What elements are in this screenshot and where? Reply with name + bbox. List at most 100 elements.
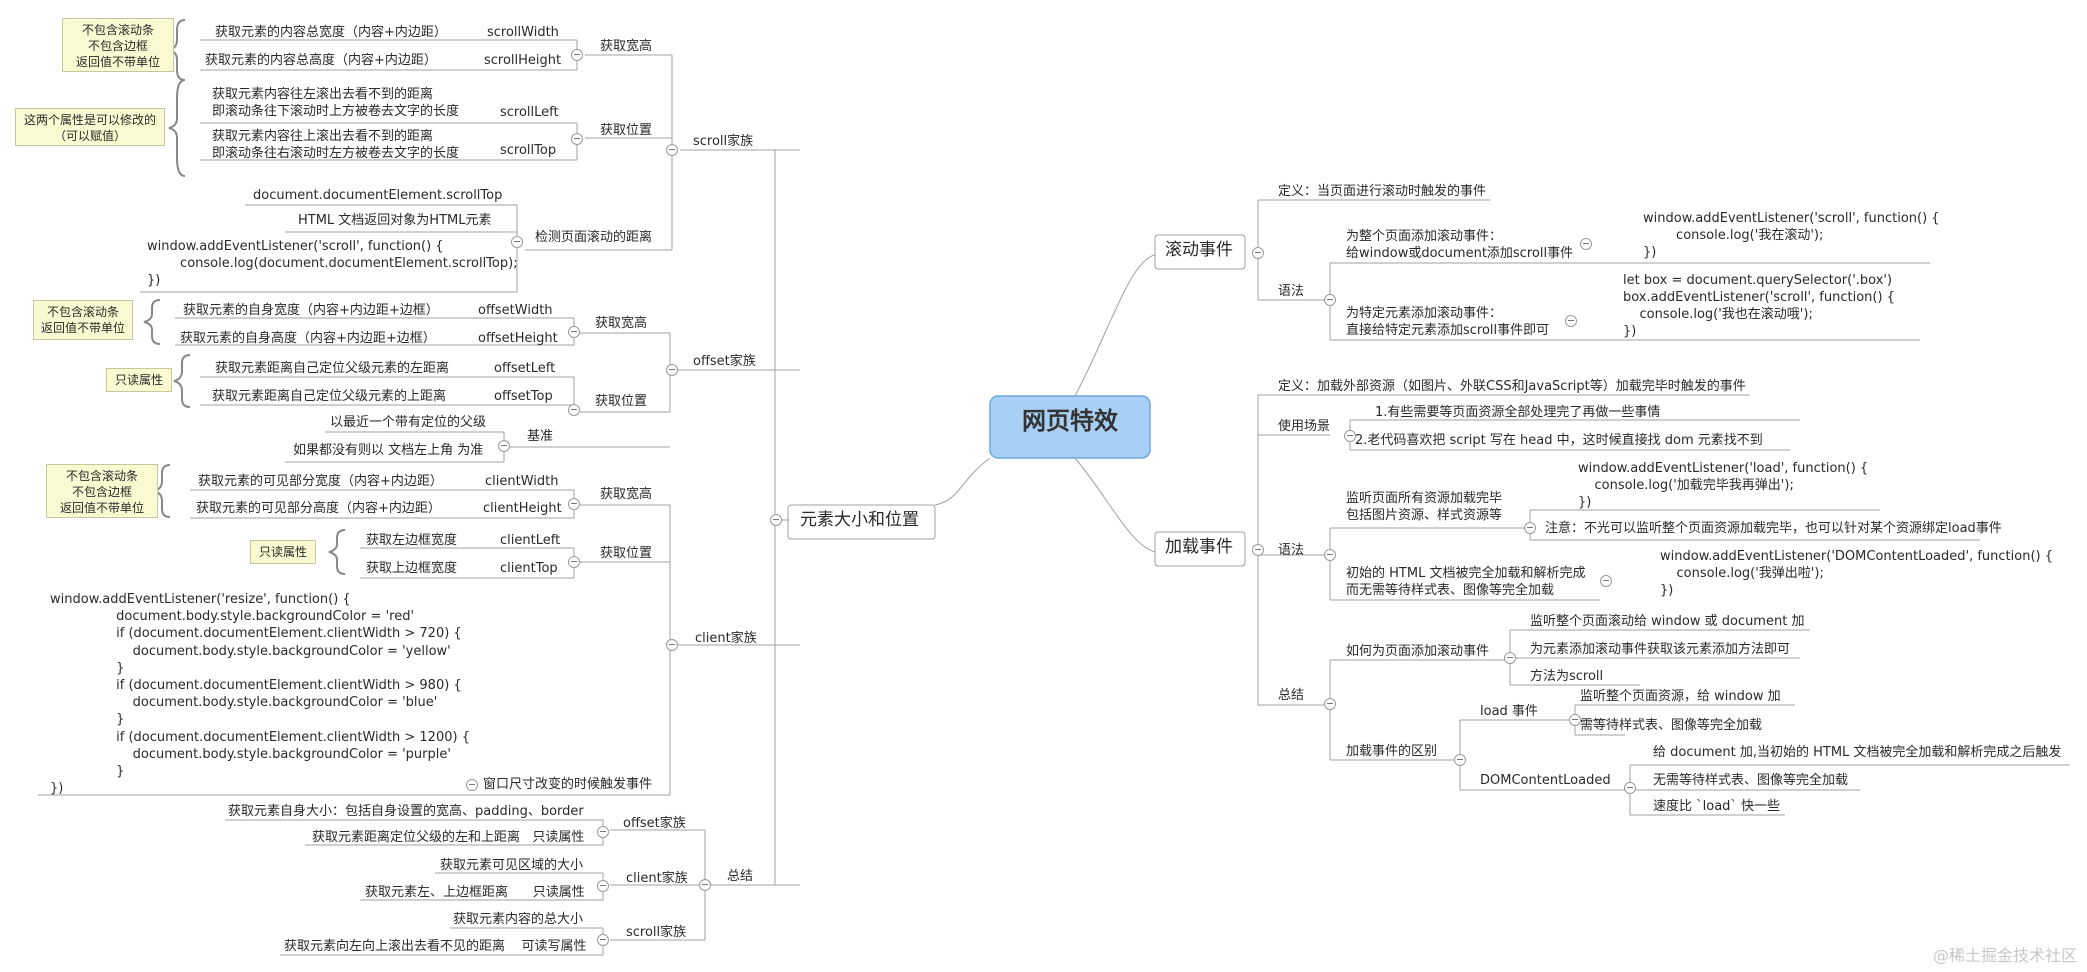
collapse-toggle-how-scroll[interactable]	[1504, 652, 1516, 664]
node-scroll-detect-group[interactable]: 检测页面滚动的距离	[535, 230, 653, 245]
collapse-toggle-offset-base[interactable]	[498, 440, 510, 452]
node-load-event-usage[interactable]: 使用场景	[1278, 419, 1331, 434]
collapse-toggle-load-event[interactable]	[1252, 544, 1264, 556]
scroll-top-desc: 获取元素内容往上滚出去看不到的距离 即滚动条往右滚动时左方被卷去文字的长度	[212, 129, 460, 161]
offset-pos-note: 只读属性	[106, 368, 172, 392]
scroll-detect-code: window.addEventListener('scroll', functi…	[147, 239, 518, 288]
how-scroll-item-1: 监听整个页面滚动给 window 或 document 加	[1530, 614, 1805, 629]
node-offset-width-group[interactable]: 获取宽高	[595, 316, 648, 331]
collapse-toggle-summary-client[interactable]	[597, 880, 609, 892]
collapse-toggle-diff-load[interactable]	[1569, 714, 1581, 726]
scroll-left-desc: 获取元素内容往左滚出去看不到的距离 即滚动条往下滚动时上方被卷去文字的长度	[212, 87, 460, 119]
node-scroll-width-group[interactable]: 获取宽高	[600, 39, 653, 54]
main-node-scroll-event[interactable]: 滚动事件	[1165, 240, 1233, 260]
collapse-toggle-scroll-family[interactable]	[666, 144, 678, 156]
collapse-toggle-scroll-s1[interactable]	[1580, 238, 1592, 250]
scroll-detect-item-1: document.documentElement.scrollTop	[253, 188, 503, 203]
main-node-load-event[interactable]: 加载事件	[1165, 537, 1233, 557]
collapse-toggle-offset-pos[interactable]	[568, 404, 580, 416]
summary-offset-item-1: 获取元素自身大小：包括自身设置的宽高、padding、border	[228, 804, 584, 819]
scroll-pos-note: 这两个属性是可以修改的 （可以赋值）	[15, 108, 165, 146]
collapse-toggle-load-summary[interactable]	[1324, 698, 1336, 710]
collapse-toggle-summary-offset[interactable]	[597, 826, 609, 838]
scroll-detect-item-2: HTML 文档返回对象为HTML元素	[298, 213, 492, 228]
node-left-summary[interactable]: 总结	[727, 869, 754, 884]
client-left-prop: clientLeft	[500, 533, 561, 548]
collapse-toggle-client-wh[interactable]	[568, 498, 580, 510]
collapse-toggle-scroll-event[interactable]	[1252, 247, 1264, 259]
collapse-toggle-load-l1[interactable]	[1524, 522, 1536, 534]
collapse-toggle-summary[interactable]	[699, 879, 711, 891]
node-scroll-family[interactable]: scroll家族	[693, 134, 754, 149]
collapse-toggle-offset-family[interactable]	[666, 364, 678, 376]
client-top-prop: clientTop	[500, 561, 558, 576]
offset-height-prop: offsetHeight	[478, 331, 558, 346]
node-summary-scroll[interactable]: scroll家族	[626, 925, 687, 940]
node-client-family[interactable]: client家族	[695, 631, 757, 646]
node-load-event-summary[interactable]: 总结	[1278, 688, 1305, 703]
node-load-diff[interactable]: 加载事件的区别	[1346, 744, 1438, 759]
collapse-toggle-main[interactable]	[770, 514, 782, 526]
collapse-toggle-scroll-s2[interactable]	[1565, 315, 1577, 327]
node-client-resize-group[interactable]: 窗口尺寸改变的时候触发事件	[483, 777, 653, 792]
scroll-width-note: 不包含滚动条 不包含边框 返回值不带单位	[62, 18, 174, 72]
node-load-diff-load[interactable]: load 事件	[1480, 704, 1538, 719]
collapse-toggle-diff-dom[interactable]	[1624, 782, 1636, 794]
how-scroll-item-2: 为元素添加滚动事件获取该元素添加方法即可	[1530, 642, 1791, 657]
collapse-toggle-load-diff[interactable]	[1454, 754, 1466, 766]
node-client-width-group[interactable]: 获取宽高	[600, 487, 653, 502]
node-summary-client[interactable]: client家族	[626, 871, 688, 886]
offset-left-prop: offsetLeft	[494, 361, 556, 376]
offset-base-item-2: 如果都没有则以 文档左上角 为准	[293, 443, 484, 458]
client-height-desc: 获取元素的可见部分高度（内容+内边距）	[196, 501, 441, 516]
root-node[interactable]: 网页特效	[1022, 407, 1118, 435]
summary-scroll-item-2: 获取元素向左向上滚出去看不见的距离 可读写属性	[284, 939, 587, 954]
load-usage-item-2: 2.老代码喜欢把 script 写在 head 中，这时候直接找 dom 元素找…	[1355, 433, 1763, 448]
offset-width-desc: 获取元素的自身宽度（内容+内边距+边框）	[183, 303, 439, 318]
collapse-toggle-scroll-detect[interactable]	[511, 236, 523, 248]
collapse-toggle-summary-scroll[interactable]	[597, 934, 609, 946]
scroll-width-prop: scrollWidth	[487, 25, 559, 40]
collapse-toggle-scroll-syntax[interactable]	[1324, 294, 1336, 306]
main-node-element-size[interactable]: 元素大小和位置	[800, 510, 919, 530]
load-l1-desc: 监听页面所有资源加载完毕 包括图片资源、样式资源等	[1346, 491, 1503, 523]
load-l1-code: window.addEventListener('load', function…	[1578, 461, 1869, 510]
node-scroll-pos-group[interactable]: 获取位置	[600, 123, 653, 138]
node-client-pos-group[interactable]: 获取位置	[600, 546, 653, 561]
load-l2-desc: 初始的 HTML 文档被完全加载和解析完成 而无需等待样式表、图像等完全加载	[1346, 566, 1586, 598]
load-diff-load-item-2: 需等待样式表、图像等完全加载	[1580, 718, 1763, 733]
offset-left-desc: 获取元素距离自己定位父级元素的左距离	[215, 361, 450, 376]
collapse-toggle-offset-wh[interactable]	[568, 326, 580, 338]
node-offset-pos-group[interactable]: 获取位置	[595, 394, 648, 409]
collapse-toggle-client-family[interactable]	[666, 639, 678, 651]
collapse-toggle-client-resize[interactable]	[466, 779, 478, 791]
collapse-toggle-scroll-pos[interactable]	[571, 133, 583, 145]
load-l1-note: 注意：不光可以监听整个页面资源加载完毕，也可以针对某个资源绑定load事件	[1545, 521, 2002, 536]
offset-top-prop: offsetTop	[494, 389, 553, 404]
collapse-toggle-load-usage[interactable]	[1344, 430, 1356, 442]
summary-client-item-1: 获取元素可见区域的大小	[440, 858, 584, 873]
watermark: @稀土掘金技术社区	[1932, 946, 2077, 965]
scroll-event-s2-desc: 为特定元素添加滚动事件： 直接给特定元素添加scroll事件即可	[1346, 306, 1550, 338]
client-left-desc: 获取左边框宽度	[366, 533, 458, 548]
collapse-toggle-client-pos[interactable]	[568, 556, 580, 568]
collapse-toggle-load-l2[interactable]	[1600, 575, 1612, 587]
scroll-height-prop: scrollHeight	[484, 53, 562, 68]
node-offset-base-group[interactable]: 基准	[527, 429, 554, 444]
scroll-event-s1-code: window.addEventListener('scroll', functi…	[1643, 211, 1940, 260]
how-scroll-item-3: 方法为scroll	[1530, 669, 1604, 684]
node-load-diff-dom[interactable]: DOMContentLoaded	[1480, 773, 1611, 788]
client-top-desc: 获取上边框宽度	[366, 561, 458, 576]
collapse-toggle-load-syntax[interactable]	[1324, 549, 1336, 561]
node-summary-offset[interactable]: offset家族	[623, 816, 686, 831]
summary-offset-item-2: 获取元素距离定位父级的左和上距离 只读属性	[312, 830, 585, 845]
node-offset-family[interactable]: offset家族	[693, 354, 756, 369]
offset-width-prop: offsetWidth	[478, 303, 553, 318]
collapse-toggle-scroll-wh[interactable]	[571, 49, 583, 61]
node-load-event-syntax[interactable]: 语法	[1278, 543, 1305, 558]
client-width-prop: clientWidth	[485, 474, 559, 489]
node-scroll-event-syntax[interactable]: 语法	[1278, 284, 1305, 299]
client-pos-note: 只读属性	[250, 540, 316, 564]
node-how-scroll[interactable]: 如何为页面添加滚动事件	[1346, 644, 1490, 659]
scroll-width-desc: 获取元素的内容总宽度（内容+内边距）	[215, 25, 447, 40]
